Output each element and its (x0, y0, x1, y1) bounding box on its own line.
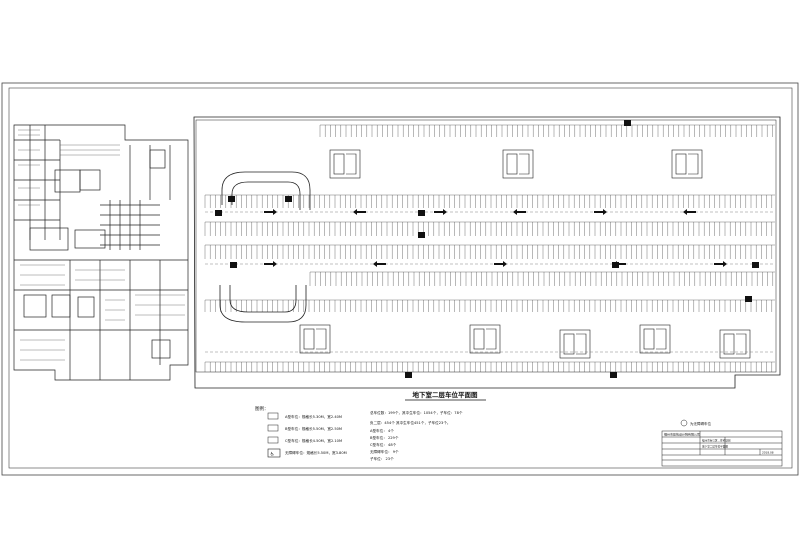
stair-core (719, 329, 751, 359)
sign-block (405, 372, 412, 378)
stair-flight (688, 153, 699, 175)
parking-statistics: 总车位数：199个，其中生车位：1054个，子车位：78个 负二层：454个 其… (370, 410, 463, 461)
direction-arrow (494, 261, 507, 267)
title-block-project: 福州市台江区…住宅项目 (702, 439, 731, 443)
title-block-company: 福州市建筑设计院有限公司 (664, 432, 700, 437)
stair-flight (519, 153, 530, 175)
direction-arrow (264, 209, 277, 215)
direction-arrow (434, 209, 447, 215)
direction-arrow (513, 209, 526, 215)
stair-flight (656, 328, 667, 350)
direction-arrow (714, 261, 727, 267)
stair-core (329, 149, 361, 179)
elevator-shaft (563, 333, 575, 355)
stair-core (559, 329, 591, 359)
elevator-shaft (506, 153, 518, 175)
elevator-shaft (473, 328, 485, 350)
sign-block (752, 262, 759, 268)
legend: A型车位：规格长5.30M，宽2.40M B型车位：规格长5.50M，宽2.50… (267, 412, 347, 458)
sign-block (624, 120, 631, 126)
sign-block (610, 372, 617, 378)
accessible-icon: ♿ (270, 452, 274, 458)
signage-blocks (215, 120, 759, 378)
legend-heading: 图例： (255, 405, 269, 412)
title-block (661, 430, 783, 467)
ramp-upper (221, 171, 311, 210)
direction-arrow (683, 209, 696, 215)
direction-arrow (594, 209, 607, 215)
stair-flight (576, 333, 587, 355)
sign-block (612, 262, 619, 268)
stair-flight (486, 328, 497, 350)
stair-core (299, 324, 331, 354)
svg-text:C型车位： 48个: C型车位： 48个 (370, 442, 397, 447)
stair-cores (299, 149, 751, 359)
svg-text:负二层：454个 其中生车位451个，子车位23个。: 负二层：454个 其中生车位451个，子车位23个。 (370, 420, 451, 425)
left-plan-dense-lines (18, 129, 185, 361)
svg-text:A型车位： 4个: A型车位： 4个 (370, 428, 394, 433)
svg-text:B型车位： 229个: B型车位： 229个 (370, 435, 399, 440)
direction-arrow (353, 209, 366, 215)
elevator-shaft (675, 153, 687, 175)
legend-item-accessible: 无障碍车位：规格长5.50M，宽3.80M (285, 450, 347, 455)
elevator-shaft (303, 328, 315, 350)
sign-block (418, 210, 425, 216)
stair-core (639, 324, 671, 354)
direction-arrow (373, 261, 386, 267)
sign-block (228, 196, 235, 202)
legend-item-b: B型车位：规格长5.50M，宽2.50M (285, 426, 342, 431)
direction-arrow (264, 261, 277, 267)
sign-block (745, 296, 752, 302)
outer-frame (1, 82, 799, 476)
inner-frame (8, 87, 793, 469)
legend-item-a: A型车位：规格长5.30M，宽2.40M (285, 414, 342, 419)
sign-block (230, 262, 237, 268)
stair-core (671, 149, 703, 179)
svg-text:总车位数：199个，其中生车位：1054个，子车位：78个: 总车位数：199个，其中生车位：1054个，子车位：78个 (370, 410, 463, 415)
sign-block (215, 210, 222, 216)
elevator-shaft (333, 153, 345, 175)
parking-stall-rows (204, 124, 775, 372)
svg-text:子车位： 23个: 子车位： 23个 (370, 456, 394, 461)
basement-plan (193, 116, 781, 389)
drive-lanes (205, 211, 775, 353)
title-block-date: 2018.08 (762, 451, 774, 455)
drawing-title: 地下室二层车位平面图 (413, 390, 479, 399)
stair-core (502, 149, 534, 179)
stair-flight (316, 328, 327, 350)
left-building-plan (13, 124, 189, 381)
note-text: 为无障碍车位 (690, 421, 711, 426)
title-block-sheet-name: 地下室二层车位平面图 (702, 445, 728, 449)
svg-text:无障碍车位： 9个: 无障碍车位： 9个 (370, 449, 399, 454)
stair-core (469, 324, 501, 354)
ramp-lower (219, 285, 307, 323)
stair-flight (736, 333, 747, 355)
stair-flight (346, 153, 357, 175)
legend-item-c: C型车位：规格长4.50M，宽2.10M (285, 438, 342, 443)
elevator-shaft (723, 333, 735, 355)
sign-block (418, 232, 425, 238)
elevator-shaft (643, 328, 655, 350)
sign-block (285, 196, 292, 202)
note-marker (680, 419, 688, 427)
